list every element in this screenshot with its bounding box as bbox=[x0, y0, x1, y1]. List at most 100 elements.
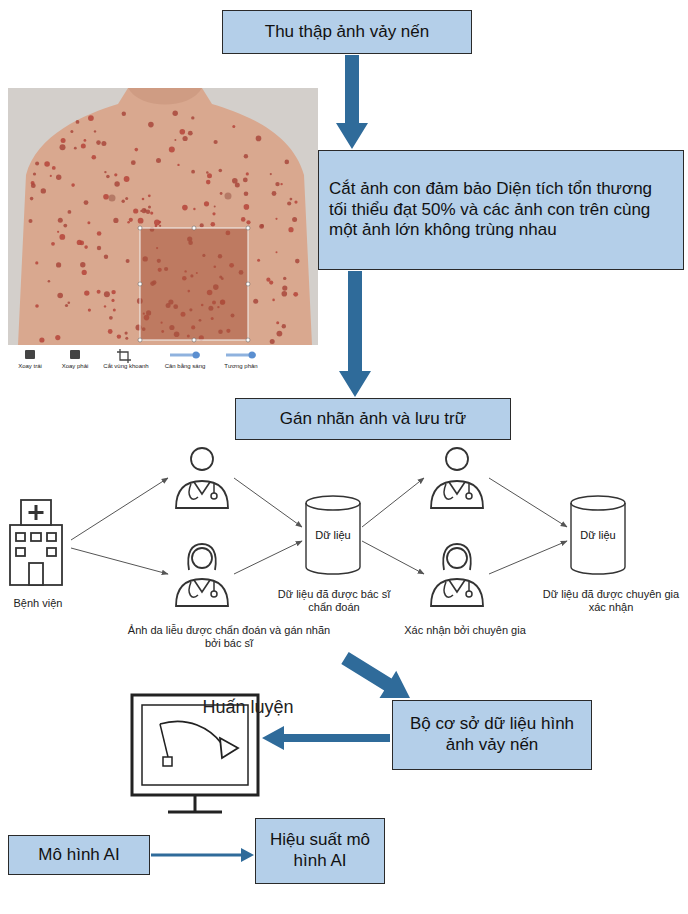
lesion-dot bbox=[193, 208, 195, 210]
lesion-dot bbox=[80, 262, 85, 267]
lesion-dot bbox=[275, 182, 279, 186]
lesion-dot bbox=[87, 221, 90, 224]
lesion-dot bbox=[101, 141, 106, 146]
annotation-label: Huấn luyện bbox=[186, 697, 310, 719]
lesion-dot bbox=[92, 155, 97, 160]
lesion-dot bbox=[60, 144, 66, 150]
lesion-dot bbox=[56, 262, 61, 267]
lesion-dot bbox=[94, 130, 96, 132]
lesion-dot bbox=[283, 277, 286, 280]
hospital-icon bbox=[10, 500, 62, 585]
lesion-dot bbox=[146, 210, 150, 214]
lesion-dot bbox=[257, 259, 260, 262]
lesion-dot bbox=[214, 140, 218, 144]
process-box: Mô hình AI bbox=[8, 835, 150, 875]
lesion-dot bbox=[243, 178, 248, 183]
process-box: Hiệu suất mô hình AI bbox=[255, 818, 385, 884]
lesion-dot bbox=[109, 316, 113, 320]
lesion-dot bbox=[77, 240, 82, 245]
process-box: Cắt ảnh con đảm bảo Diện tích tổn thương… bbox=[318, 150, 684, 270]
lesion-dot bbox=[55, 335, 60, 340]
lesion-dot bbox=[52, 166, 56, 170]
lesion-dot bbox=[30, 197, 34, 201]
lesion-dot bbox=[113, 309, 116, 312]
lesion-dot bbox=[214, 206, 216, 208]
lesion-dot bbox=[104, 255, 108, 259]
lesion-dot bbox=[126, 259, 130, 263]
doctor-icon bbox=[431, 448, 483, 508]
lesion-dot bbox=[117, 334, 121, 338]
lesion-dot bbox=[104, 305, 106, 307]
node-text: Bộ cơ sở dữ liệu hình ảnh vảy nến bbox=[403, 714, 581, 755]
annotation-label: Cân bằng sáng bbox=[158, 363, 212, 370]
lesion-dot bbox=[97, 246, 101, 250]
lesion-dot bbox=[207, 173, 212, 178]
lesion-dot bbox=[244, 192, 249, 197]
lesion-dot bbox=[275, 218, 277, 220]
lesion-dot bbox=[33, 172, 36, 175]
annotation-label: Xoay trái bbox=[5, 363, 55, 370]
lesion-dot bbox=[159, 225, 161, 227]
node-text: Gán nhãn ảnh và lưu trữ bbox=[280, 409, 466, 430]
lesion-dot bbox=[169, 147, 175, 153]
lesion-dot bbox=[103, 194, 109, 200]
lesion-dot bbox=[204, 201, 209, 206]
block-arrow bbox=[262, 726, 390, 750]
lesion-dot bbox=[41, 188, 46, 193]
block-arrow bbox=[341, 652, 410, 698]
lesion-dot bbox=[180, 129, 186, 135]
lesion-dot bbox=[174, 139, 176, 141]
lesion-dot bbox=[44, 161, 50, 167]
lesion-dot bbox=[106, 175, 110, 179]
lesion-dot bbox=[48, 280, 51, 283]
lesion-dot bbox=[96, 140, 101, 145]
flow-line bbox=[71, 478, 567, 574]
lesion-dot bbox=[68, 210, 72, 214]
lesion-dot bbox=[111, 290, 115, 294]
lesion-dot bbox=[154, 220, 160, 226]
lesion-dot bbox=[39, 337, 44, 342]
lesion-dot bbox=[212, 212, 215, 215]
lesion-dot bbox=[141, 208, 146, 213]
lesion-dot bbox=[270, 339, 275, 344]
lesion-dot bbox=[253, 299, 258, 304]
lesion-dot bbox=[65, 304, 68, 307]
lesion-dot bbox=[57, 293, 63, 299]
lesion-dot bbox=[293, 292, 298, 297]
node-text: Dữ liệu bbox=[580, 529, 616, 541]
database-cylinder: Dữ liệu bbox=[305, 495, 361, 575]
lesion-dot bbox=[272, 299, 275, 302]
lesion-dot bbox=[148, 122, 154, 128]
node-text: Thu thập ảnh vảy nến bbox=[265, 22, 429, 43]
lesion-dot bbox=[256, 136, 262, 142]
lesion-dot bbox=[140, 210, 142, 212]
lesion-dot bbox=[155, 225, 158, 228]
doctor-icon bbox=[176, 448, 228, 508]
cylinder-body bbox=[306, 496, 360, 574]
database-cylinder: Dữ liệu bbox=[570, 495, 626, 575]
lesion-dot bbox=[150, 212, 153, 215]
lesion-dot bbox=[114, 173, 117, 176]
lesion-dot bbox=[35, 304, 39, 308]
annotation-label: Xác nhận bởi chuyên gia bbox=[380, 624, 550, 637]
lesion-dot bbox=[133, 208, 138, 213]
lesion-dot bbox=[142, 198, 145, 201]
lesion-dot bbox=[182, 205, 188, 211]
annotation-label: Tương phản bbox=[214, 363, 268, 370]
lesion-dot bbox=[31, 183, 36, 188]
cylinder-rim bbox=[306, 503, 360, 510]
lesion-dot bbox=[58, 218, 63, 223]
lesion-dot bbox=[276, 321, 279, 324]
lesion-dot bbox=[290, 198, 293, 201]
lesion-dot bbox=[129, 218, 133, 222]
lesion-dot bbox=[88, 309, 91, 312]
doctor-icon bbox=[176, 544, 228, 606]
lesion-dot bbox=[108, 329, 113, 334]
lesion-dot bbox=[148, 205, 151, 208]
lesion-dot bbox=[206, 180, 211, 185]
lesion-dot bbox=[277, 331, 283, 337]
lesion-dot bbox=[76, 120, 80, 124]
lesion-dot bbox=[144, 209, 146, 211]
